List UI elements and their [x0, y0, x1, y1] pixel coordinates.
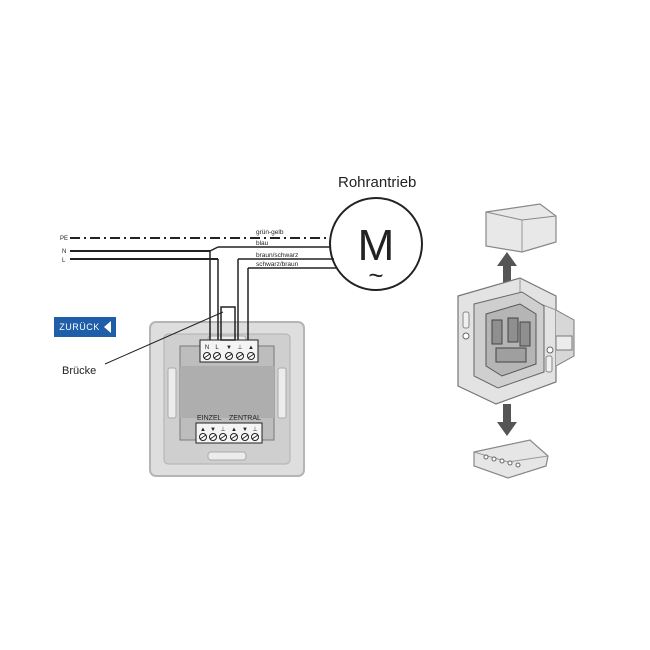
- terminal-block-bottom: [195, 422, 263, 444]
- bridge-pointer-line: [104, 311, 224, 365]
- terminal-bottom-label-2: ▼: [210, 427, 216, 433]
- wire-label-schwarz-braun: schwarz/braun: [256, 261, 299, 268]
- terminal-bottom-label-3: ⊥: [220, 426, 225, 433]
- terminal-top-label-1: N: [205, 345, 209, 351]
- group-label-einzel: EINZEL: [197, 415, 222, 422]
- motor-tilde: ~: [368, 260, 383, 290]
- group-label-zentral: ZENTRAL: [229, 415, 261, 422]
- assembly-cover-top: [485, 203, 557, 253]
- terminal-top-label-2: L: [215, 345, 219, 351]
- back-button[interactable]: ZURÜCK: [54, 317, 116, 337]
- wire-blau-connector: [209, 246, 219, 252]
- terminal-top-label-5: ▲: [248, 345, 254, 351]
- bridge-wire: [220, 306, 236, 341]
- terminal-bottom-label-6: ⊥: [252, 426, 257, 433]
- wire-label-blau: blau: [256, 240, 269, 247]
- arrow-down-icon: [497, 404, 517, 436]
- motor-symbol-circle: [329, 197, 423, 291]
- terminal-top-label-3: ▼: [226, 345, 232, 351]
- line-label-pe: PE: [60, 236, 68, 242]
- wire-label-gruen-gelb: grün-gelb: [256, 229, 284, 236]
- terminal-bottom-label-1: ▲: [200, 427, 206, 433]
- terminal-bottom-label-5: ▼: [242, 427, 248, 433]
- line-label-l: L: [62, 258, 66, 264]
- motor-letter: M: [358, 221, 395, 270]
- arrow-up-icon: [497, 252, 517, 286]
- terminal-bottom-label-4: ▲: [231, 427, 237, 433]
- assembly-insert: [457, 277, 575, 405]
- left-triangle-icon: [103, 321, 111, 333]
- terminal-screws-bottom: [199, 433, 259, 441]
- wire-label-braun-schwarz: braun/schwarz: [256, 252, 298, 259]
- back-button-label: ZURÜCK: [59, 322, 100, 332]
- terminal-screws-top: [203, 352, 255, 360]
- motor-title: Rohrantrieb: [338, 174, 416, 191]
- terminal-top-label-4: ⊥: [237, 344, 242, 351]
- bridge-label: Brücke: [62, 365, 96, 377]
- line-label-n: N: [62, 249, 66, 255]
- assembly-cover-bottom: [473, 439, 549, 479]
